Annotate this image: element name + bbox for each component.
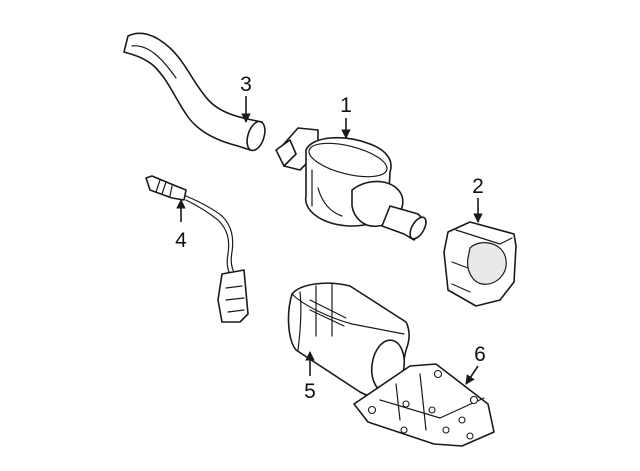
callout-3: 3	[240, 73, 252, 123]
callout-4-label: 4	[175, 229, 187, 252]
bracket-part	[443, 221, 517, 307]
callout-1: 1	[340, 94, 352, 139]
callout-5-label: 5	[304, 380, 316, 403]
callout-6: 6	[465, 343, 486, 385]
callout-2-label: 2	[472, 175, 484, 198]
callout-4: 4	[175, 199, 187, 252]
hose-part	[123, 32, 266, 152]
valve-part	[275, 127, 427, 241]
callout-5: 5	[304, 351, 316, 403]
sensor-part	[145, 175, 249, 323]
callout-3-label: 3	[240, 73, 252, 96]
callout-2: 2	[472, 175, 484, 223]
callout-1-label: 1	[340, 94, 352, 117]
mounting-plate-part	[353, 363, 495, 447]
callout-6-label: 6	[474, 343, 486, 366]
